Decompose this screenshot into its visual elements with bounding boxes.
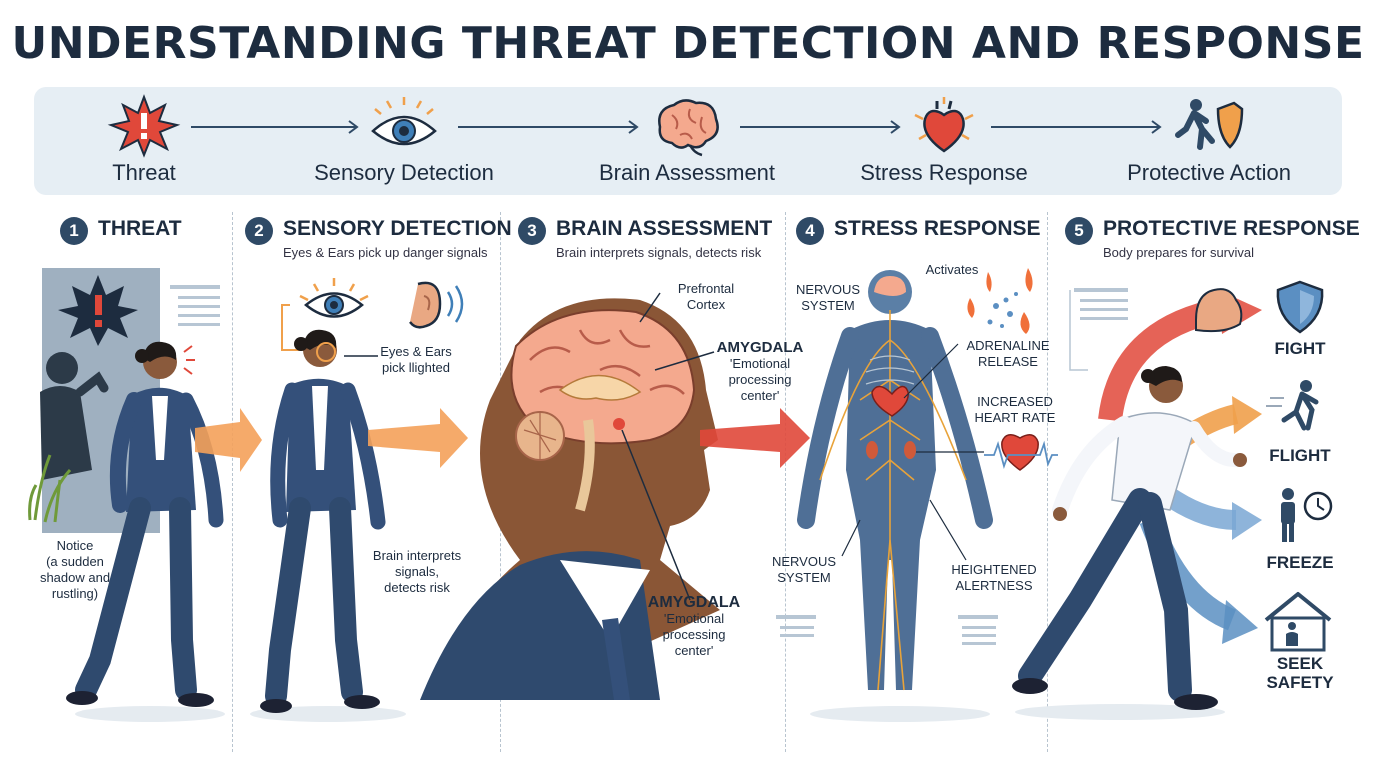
panel-header-brain: 3 BRAIN ASSESSMENT Brain interprets sign… — [518, 215, 778, 275]
flow-arrow — [191, 120, 359, 134]
process-flow-bar: Threat Sensory Detection Brain Assessmen… — [34, 87, 1342, 195]
running-figure-icon — [1266, 380, 1319, 431]
shadow-backdrop — [42, 268, 160, 533]
panel-title: THREAT — [98, 217, 182, 240]
orange-arrow — [195, 408, 262, 472]
alert-burst-icon — [107, 94, 181, 158]
panel-subtitle: Body prepares for survival — [1103, 245, 1255, 260]
flow-label: Protective Action — [1127, 160, 1291, 185]
panel-divider — [232, 212, 233, 752]
seek-safety-arrow — [1139, 516, 1237, 631]
flow-arrow — [740, 120, 901, 134]
flow-step-sensory: Sensory Detection — [304, 87, 504, 195]
flow-label: Threat — [112, 160, 176, 185]
freeze-arrow — [1154, 481, 1237, 530]
flow-step-stress: Stress Response — [844, 87, 1044, 195]
eye-icon — [371, 97, 437, 146]
callout-line — [929, 499, 967, 561]
callout-bracket — [281, 304, 304, 351]
flow-step-protective: Protective Action — [1109, 87, 1309, 195]
flow-label: Brain Assessment — [598, 160, 776, 185]
text-lines-decoration — [170, 285, 220, 326]
woman-walking — [66, 341, 225, 722]
flexed-arm-icon — [1195, 288, 1243, 333]
callout-line — [639, 292, 661, 323]
panel-subtitle: Brain interprets signals, detects risk — [556, 245, 762, 260]
panel-header-threat: 1 THREAT — [60, 215, 230, 275]
freeze-label: FREEZE — [1266, 553, 1334, 572]
panel-title: PROTECTIVE RESPONSE — [1103, 217, 1360, 240]
step-number: 2 — [245, 217, 273, 245]
shield-icon — [1276, 280, 1324, 334]
orange-arrow — [368, 408, 468, 468]
flow-arrow — [991, 120, 1162, 134]
panel-subtitle: Eyes & Ears pick up danger signals — [283, 245, 488, 260]
runner-shield-icon — [1175, 99, 1244, 150]
step-number: 3 — [518, 217, 546, 245]
callout-line — [841, 519, 861, 557]
eye-icon — [299, 278, 369, 318]
panel-header-sensory: 2 SENSORY DETECTION Eyes & Ears pick up … — [245, 215, 512, 275]
grass — [28, 454, 72, 523]
flow-label: Sensory Detection — [314, 160, 494, 185]
step-number: 5 — [1065, 217, 1093, 245]
callout-line — [654, 351, 715, 371]
callout-line — [621, 429, 691, 601]
red-arrow — [700, 408, 810, 468]
woman-observing — [250, 329, 406, 722]
heart-icon — [914, 97, 974, 153]
text-lines-decoration — [776, 615, 998, 645]
panel-title: BRAIN ASSESSMENT — [556, 217, 773, 240]
fight-arrow — [1098, 298, 1223, 422]
alert-burst-icon — [58, 275, 138, 346]
flight-label: FLIGHT — [1269, 446, 1331, 465]
panel-header-protective: 5 PROTECTIVE RESPONSE Body prepares for … — [1065, 215, 1365, 275]
shadow-figure — [40, 352, 109, 480]
panel-header-stress: 4 STRESS RESPONSE — [796, 215, 1041, 275]
step-number: 1 — [60, 217, 88, 245]
panel-divider — [1047, 212, 1048, 752]
flow-label: Stress Response — [860, 160, 1028, 185]
activates-label: Activates — [925, 262, 979, 277]
flow-step-threat: Threat — [79, 87, 209, 195]
panel-title: SENSORY DETECTION — [283, 217, 512, 240]
house-shelter-icon — [1264, 592, 1332, 652]
callout-line — [903, 343, 959, 399]
flow-step-brain: Brain Assessment — [587, 87, 787, 195]
brain-icon — [658, 99, 719, 157]
flight-arrow — [1174, 404, 1239, 449]
ear-icon — [409, 281, 464, 329]
standing-figure-clock-icon — [1281, 488, 1333, 542]
fight-label: FIGHT — [1274, 339, 1326, 358]
flow-arrow — [458, 120, 639, 134]
step-number: 4 — [796, 217, 824, 245]
panel-divider — [500, 212, 501, 752]
page-title: UNDERSTANDING THREAT DETECTION AND RESPO… — [11, 18, 1365, 69]
panel-title: STRESS RESPONSE — [834, 217, 1041, 240]
text-lines-decoration — [1074, 288, 1128, 320]
panel-divider — [785, 212, 786, 752]
